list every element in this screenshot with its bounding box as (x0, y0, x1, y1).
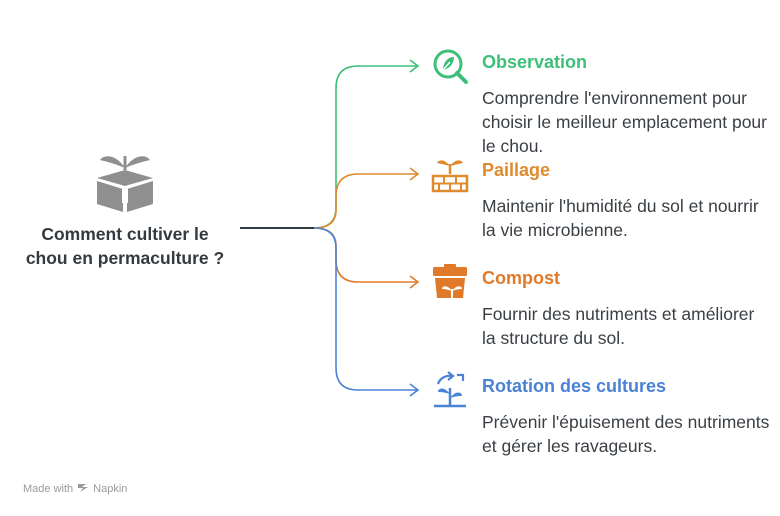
arrowhead-observation (409, 59, 420, 73)
compost-bin-sprout-icon (430, 262, 470, 302)
arrowhead-paillage (409, 167, 420, 181)
made-with-label: Made with (23, 482, 74, 495)
branch-desc-compost: Fournir des nutriments et améliorer la s… (482, 304, 755, 348)
connector-rotation (313, 227, 418, 391)
napkin-logo-icon (77, 481, 89, 496)
central-topic-title: Comment cultiver le chou en permaculture… (25, 224, 225, 268)
branch-desc-paillage: Maintenir l'humidité du sol et nourrir l… (482, 196, 759, 240)
connector-compost (313, 227, 418, 283)
connector-paillage (313, 173, 418, 229)
branch-title-rotation: Rotation des cultures (482, 376, 667, 396)
branch-title-observation: Observation (482, 52, 588, 72)
branch-title-compost: Compost (482, 268, 560, 288)
branch-desc-observation: Comprendre l'environnement pour choisir … (482, 88, 767, 156)
gift-sprout-icon (94, 148, 156, 214)
arrowhead-compost (409, 275, 420, 289)
plant-rotation-icon (430, 370, 470, 410)
branch-title-paillage: Paillage (482, 160, 551, 180)
made-with-napkin[interactable]: Made with Napkin (23, 481, 127, 496)
connector-observation (313, 65, 418, 229)
magnifier-leaf-icon (430, 46, 470, 86)
arrowhead-rotation (409, 383, 420, 397)
branch-desc-rotation: Prévenir l'épuisement des nutriments et … (482, 412, 770, 456)
sprout-brick-icon (430, 154, 470, 194)
napkin-brand-label: Napkin (93, 482, 128, 495)
